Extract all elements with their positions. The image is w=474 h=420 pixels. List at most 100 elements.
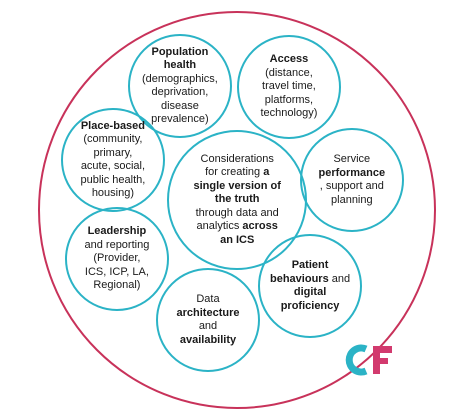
service-performance-text-part: planning — [331, 193, 373, 206]
leadership-text-part: and reporting — [84, 238, 150, 251]
logo-f-top — [373, 346, 392, 353]
access-text-part: (distance, — [265, 66, 313, 79]
place-based-text-part: acute, social, — [80, 160, 146, 172]
leadership-line: ICS, ICP, LA, — [85, 266, 149, 280]
service-performance-line: Service — [333, 153, 370, 167]
patient-behaviours-line: behaviours and — [270, 273, 350, 287]
center-text-part: a — [263, 166, 270, 178]
patient-behaviours-line: Patient — [292, 259, 329, 273]
place-based-line: housing) — [92, 187, 134, 201]
center-line: for creating a — [205, 166, 269, 180]
service-performance-text-part: , support and — [319, 180, 384, 192]
circle-place-based — [61, 108, 165, 212]
place-based-text-part: primary, — [93, 146, 133, 159]
population-health-line: prevalence) — [151, 113, 208, 127]
patient-behaviours-line: digital — [294, 286, 326, 300]
leadership-line: Regional) — [93, 279, 140, 293]
center-line: the truth — [215, 193, 260, 207]
data-architecture-text-part: architecture — [176, 306, 240, 319]
place-based-text-part: housing) — [91, 187, 135, 199]
center-text-part: for creating — [205, 166, 264, 178]
place-based-text-part: Place-based — [80, 119, 146, 132]
patient-behaviours-text-part: and — [328, 272, 351, 285]
circle-patient-behaviours — [258, 234, 362, 338]
patient-behaviours-text-part: digital — [293, 286, 327, 298]
center-text-part: analytics — [196, 220, 243, 232]
center-text-part: Considerations — [200, 152, 274, 165]
center-text-part: single version of — [193, 179, 281, 192]
place-based-line: (community, — [83, 133, 142, 147]
center-line: single version of — [194, 180, 281, 194]
center-line: an ICS — [220, 234, 254, 248]
access-line: technology) — [261, 107, 318, 121]
leadership-text-part: Regional) — [93, 279, 141, 291]
service-performance-line: , support and — [320, 180, 384, 194]
logo-c-mark — [345, 344, 368, 376]
center-text-part: an ICS — [220, 233, 255, 246]
access-line: (distance, — [265, 67, 313, 81]
population-health-line: health — [164, 59, 196, 73]
service-performance-text-part: performance — [318, 166, 386, 179]
place-based-text: Place-based(community,primary,acute, soc… — [81, 120, 146, 201]
data-architecture-line: availability — [180, 334, 236, 348]
place-based-text-part: public health, — [80, 173, 146, 186]
circle-access — [237, 35, 341, 139]
service-performance-line: planning — [331, 194, 373, 208]
circle-leadership — [65, 207, 169, 311]
access-line: platforms, — [265, 94, 313, 108]
data-architecture-text-part: and — [198, 320, 218, 332]
access-text-part: travel time, — [262, 80, 316, 92]
population-health-line: deprivation, — [151, 86, 208, 100]
data-architecture-text-part: availability — [179, 333, 237, 346]
patient-behaviours-text-part: proficiency — [280, 299, 340, 312]
center-line: through data and — [196, 207, 279, 221]
data-architecture-line: and — [199, 320, 217, 334]
leadership-text-part: Leadership — [87, 225, 147, 237]
leadership-text-part: (Provider, — [93, 252, 141, 264]
population-health-text-part: health — [163, 59, 197, 71]
place-based-line: public health, — [81, 174, 146, 188]
leadership-line: (Provider, — [93, 252, 140, 266]
data-architecture-text-part: Data — [196, 293, 220, 305]
center-line: analytics across — [197, 220, 278, 234]
data-architecture-line: Data — [196, 293, 219, 307]
population-health-text-part: (demographics, — [142, 72, 218, 85]
patient-behaviours-text-part: Patient — [291, 259, 329, 271]
circle-data-architecture — [156, 268, 260, 372]
center-text-part: across — [242, 220, 278, 232]
access-text-part: platforms, — [264, 93, 314, 106]
logo-f-mid — [373, 358, 388, 364]
data-architecture-line: architecture — [177, 307, 240, 321]
patient-behaviours-line: proficiency — [281, 300, 340, 314]
access-line: travel time, — [262, 80, 316, 94]
circle-population-health — [128, 34, 232, 138]
access-text: Access(distance,travel time,platforms,te… — [261, 53, 318, 121]
service-performance-line: performance — [319, 167, 386, 181]
population-health-line: disease — [161, 100, 199, 114]
center-text-part: through data and — [195, 206, 279, 219]
center-line: Considerations — [201, 153, 274, 167]
leadership-line: Leadership — [88, 225, 147, 239]
access-text-part: Access — [269, 53, 309, 65]
population-health-line: Population — [152, 46, 209, 60]
population-health-text-part: disease — [160, 99, 199, 112]
access-text-part: technology) — [260, 107, 318, 119]
cf-logo — [345, 344, 392, 376]
access-line: Access — [270, 53, 309, 67]
circle-service-performance — [300, 128, 404, 232]
outer-ring — [38, 11, 436, 409]
service-performance-text-part: Service — [333, 153, 371, 165]
place-based-line: Place-based — [81, 120, 145, 134]
population-health-text-part: deprivation, — [151, 86, 209, 98]
place-based-text-part: (community, — [83, 133, 143, 145]
place-based-line: acute, social, — [81, 160, 145, 174]
patient-behaviours-text-part: behaviours — [270, 272, 329, 285]
population-health-text-part: Population — [151, 45, 209, 58]
